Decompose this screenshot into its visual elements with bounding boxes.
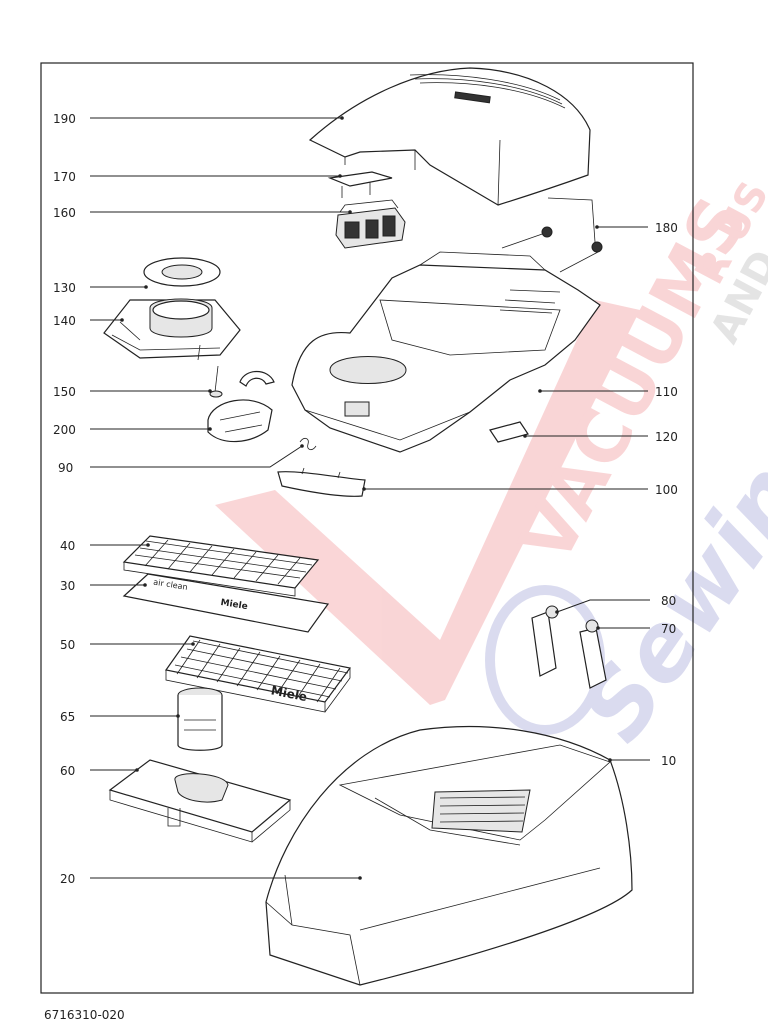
callout-130-label: 130 xyxy=(53,281,76,295)
callout-110: 110 xyxy=(538,385,678,399)
callout-120-label: 120 xyxy=(655,430,678,444)
callout-170: 170 xyxy=(53,170,342,184)
callout-40: 40 xyxy=(60,539,150,553)
callout-70-label: 70 xyxy=(661,622,676,636)
callout-30: 30 xyxy=(60,579,147,593)
callout-65-label: 65 xyxy=(60,710,75,724)
diagram-frame xyxy=(40,62,694,994)
part-10-base xyxy=(265,725,633,986)
callout-60-label: 60 xyxy=(60,764,75,778)
callout-65: 65 xyxy=(60,710,180,724)
callout-100: 100 xyxy=(362,483,678,497)
callout-130: 130 xyxy=(53,281,148,295)
document-number: 6716310-020 xyxy=(44,1008,125,1022)
callout-200-label: 200 xyxy=(53,423,76,437)
callout-150: 150 xyxy=(53,385,212,399)
part-110-upper-housing xyxy=(291,251,601,453)
callout-200: 200 xyxy=(53,423,212,437)
callout-160-label: 160 xyxy=(53,206,76,220)
part-200-flap xyxy=(207,370,275,443)
callout-60: 60 xyxy=(60,764,139,778)
callout-180-label: 180 xyxy=(655,221,678,235)
part-160-switch xyxy=(335,199,406,249)
part-140-bag-holder xyxy=(103,298,241,361)
part-120-cover xyxy=(489,421,529,443)
callout-190: 190 xyxy=(53,112,344,126)
part-170-clip xyxy=(327,171,393,198)
part-70-latch xyxy=(579,619,607,689)
part-30-filter-sheet: air clean Miele xyxy=(122,573,330,633)
part-190-lid xyxy=(308,67,591,206)
part-100-bumper xyxy=(277,467,366,497)
callout-50: 50 xyxy=(60,638,195,652)
callout-140-label: 140 xyxy=(53,314,76,328)
part-50-hepa-filter: Miele xyxy=(164,635,352,713)
callout-180: 180 xyxy=(595,221,678,235)
callout-120: 120 xyxy=(523,430,678,444)
part-60-plate xyxy=(108,759,292,843)
part-90-spring xyxy=(299,438,317,450)
callout-100-label: 100 xyxy=(655,483,678,497)
callout-150-label: 150 xyxy=(53,385,76,399)
callout-190-label: 190 xyxy=(53,112,76,126)
callout-80: 80 xyxy=(555,594,676,614)
callout-50-label: 50 xyxy=(60,638,75,652)
callout-80-label: 80 xyxy=(661,594,676,608)
callout-10-label: 10 xyxy=(661,754,676,768)
callout-20-label: 20 xyxy=(60,872,75,886)
part-130-gasket xyxy=(143,257,221,287)
part-50-text-brand: Miele xyxy=(270,683,308,704)
callout-30-label: 30 xyxy=(60,579,75,593)
callout-20: 20 xyxy=(60,872,362,886)
part-30-text-brand: Miele xyxy=(220,598,249,612)
callout-90-label: 90 xyxy=(58,461,73,475)
callout-110-label: 110 xyxy=(655,385,678,399)
callout-40-label: 40 xyxy=(60,539,75,553)
part-180-spring xyxy=(501,197,603,273)
callout-70: 70 xyxy=(596,622,676,636)
part-150-screw xyxy=(209,365,223,398)
callout-layer: 190 170 160 130 140 150 xyxy=(53,112,678,886)
part-65-adapter xyxy=(177,687,223,751)
callout-160: 160 xyxy=(53,206,352,220)
callout-140: 140 xyxy=(53,314,124,328)
part-50-grid xyxy=(174,639,349,703)
callout-10: 10 xyxy=(608,754,676,768)
callout-170-label: 170 xyxy=(53,170,76,184)
callout-90: 90 xyxy=(58,444,304,475)
part-80-latch xyxy=(531,605,559,677)
